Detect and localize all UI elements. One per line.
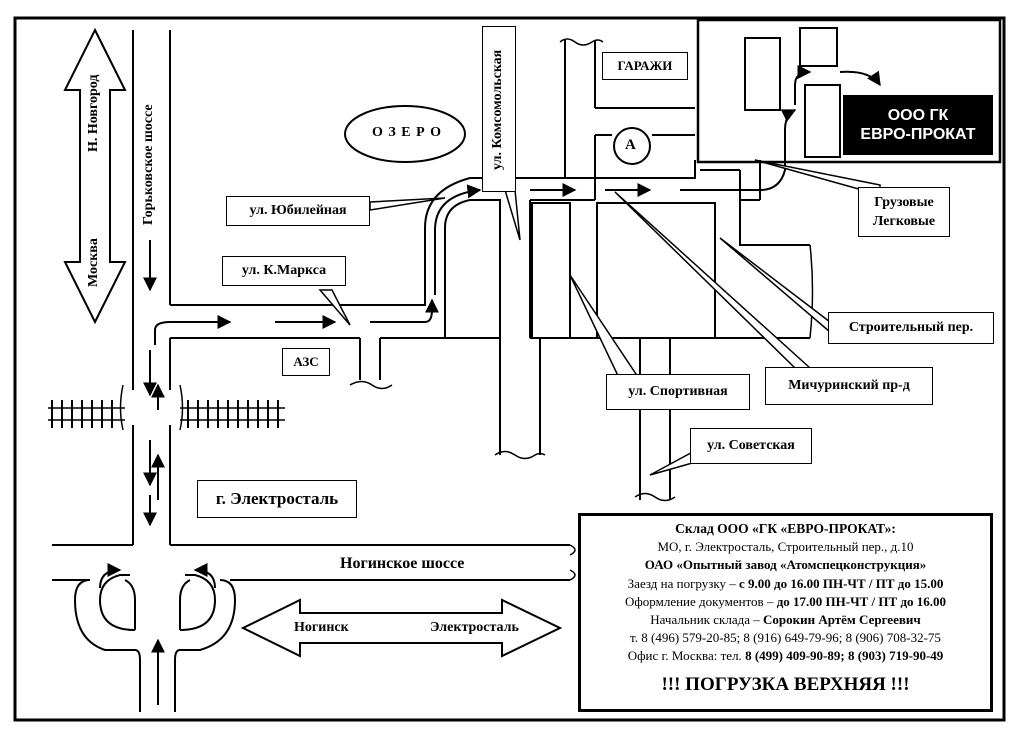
info-loading-top: !!! ПОГРУЗКА ВЕРХНЯЯ !!! <box>661 673 910 695</box>
label-circle-a: А <box>625 137 636 153</box>
label-noginskoe: Ногинское шоссе <box>340 555 465 572</box>
label-ul-kmarksa: ул. К.Маркса <box>222 256 346 286</box>
label-legkovye: Легковые <box>872 214 936 229</box>
label-stroitelny: Строительный пер. <box>828 312 994 344</box>
company-line1: ООО ГК <box>887 107 949 124</box>
warehouse-yard <box>696 18 1002 164</box>
info-office-phones: 8 (499) 409-90-89; 8 (903) 719-90-49 <box>745 648 944 664</box>
company-badge: ООО ГК ЕВРО-ПРОКАТ <box>843 95 993 155</box>
label-ul-yubileynaya: ул. Юбилейная <box>226 196 370 226</box>
info-plant: ОАО «Опытный завод «Атомспецконструкция» <box>644 557 927 573</box>
circle-a <box>613 127 651 165</box>
company-line2: ЕВРО-ПРОКАТ <box>860 126 976 143</box>
info-head-name: Сорокин Артём Сергеевич <box>762 612 921 628</box>
sovetskaya-road <box>639 338 671 500</box>
arrow-noginsk-elektrostal <box>240 598 563 658</box>
label-gruzovye: Грузовые <box>874 195 934 210</box>
info-office-prefix: Офис г. Москва: тел. <box>627 648 746 664</box>
arrow-nnovgorod-moskva <box>63 27 127 325</box>
info-docs-hours: до 17.00 ПН-ЧТ / ПТ до 16.00 <box>776 593 947 609</box>
label-moskva: Москва <box>86 238 101 287</box>
komsomolskaya-road <box>444 199 501 338</box>
label-gruzovye-legkovye: Грузовые Легковые <box>858 187 950 237</box>
map-frame <box>13 16 1006 722</box>
label-sovetskaya: ул. Советская <box>690 428 812 464</box>
label-ul-komsomolskaya: ул. Комсомольская <box>490 49 505 170</box>
gorkovskoe-road <box>132 30 171 545</box>
label-ul-komsomolskaya-box <box>482 26 516 192</box>
label-n-novgorod: Н. Новгород <box>86 74 101 152</box>
label-garages: ГАРАЖИ <box>602 52 688 80</box>
kmarksa-road <box>170 160 696 455</box>
info-head-row: Начальник склада – Сорокин Артём Сергеев… <box>587 611 984 629</box>
info-box: Склад ООО «ГК «ЕВРО-ПРОКАТ»: МО, г. Элек… <box>578 513 993 712</box>
info-loading-hours: с 9.00 до 16.00 ПН-ЧТ / ПТ до 15.00 <box>739 575 944 591</box>
info-loading-prefix: Заезд на погрузку – <box>627 575 739 591</box>
info-docs-prefix: Оформление документов – <box>624 593 777 609</box>
info-title: Склад ООО «ГК «ЕВРО-ПРОКАТ»: <box>675 521 896 536</box>
interchange <box>73 579 237 712</box>
railway <box>48 407 285 421</box>
label-elektrostal-city: г. Электросталь <box>197 480 357 518</box>
label-noginsk: Ногинск <box>294 620 349 635</box>
label-sportivnaya: ул. Спортивная <box>606 374 750 410</box>
lake <box>344 105 466 163</box>
label-gorkovskoe: Горьковское шоссе <box>141 104 156 225</box>
info-docs-row: Оформление документов – до 17.00 ПН-ЧТ /… <box>587 593 984 611</box>
info-loading-row: Заезд на погрузку – с 9.00 до 16.00 ПН-Ч… <box>587 575 984 593</box>
label-azs: АЗС <box>282 348 330 376</box>
info-address: МО, г. Электросталь, Строительный пер., … <box>657 539 914 555</box>
label-michurinsky: Мичуринский пр-д <box>765 367 933 405</box>
info-phones: т. 8 (496) 579-20-85; 8 (916) 649-79-96;… <box>630 630 941 646</box>
label-lake: О З Е Р О <box>372 125 443 140</box>
label-elektrostal: Электросталь <box>430 620 519 635</box>
noginskoe-road <box>52 544 570 581</box>
info-office-row: Офис г. Москва: тел. 8 (499) 409-90-89; … <box>587 647 984 665</box>
info-head-prefix: Начальник склада – <box>650 612 763 628</box>
